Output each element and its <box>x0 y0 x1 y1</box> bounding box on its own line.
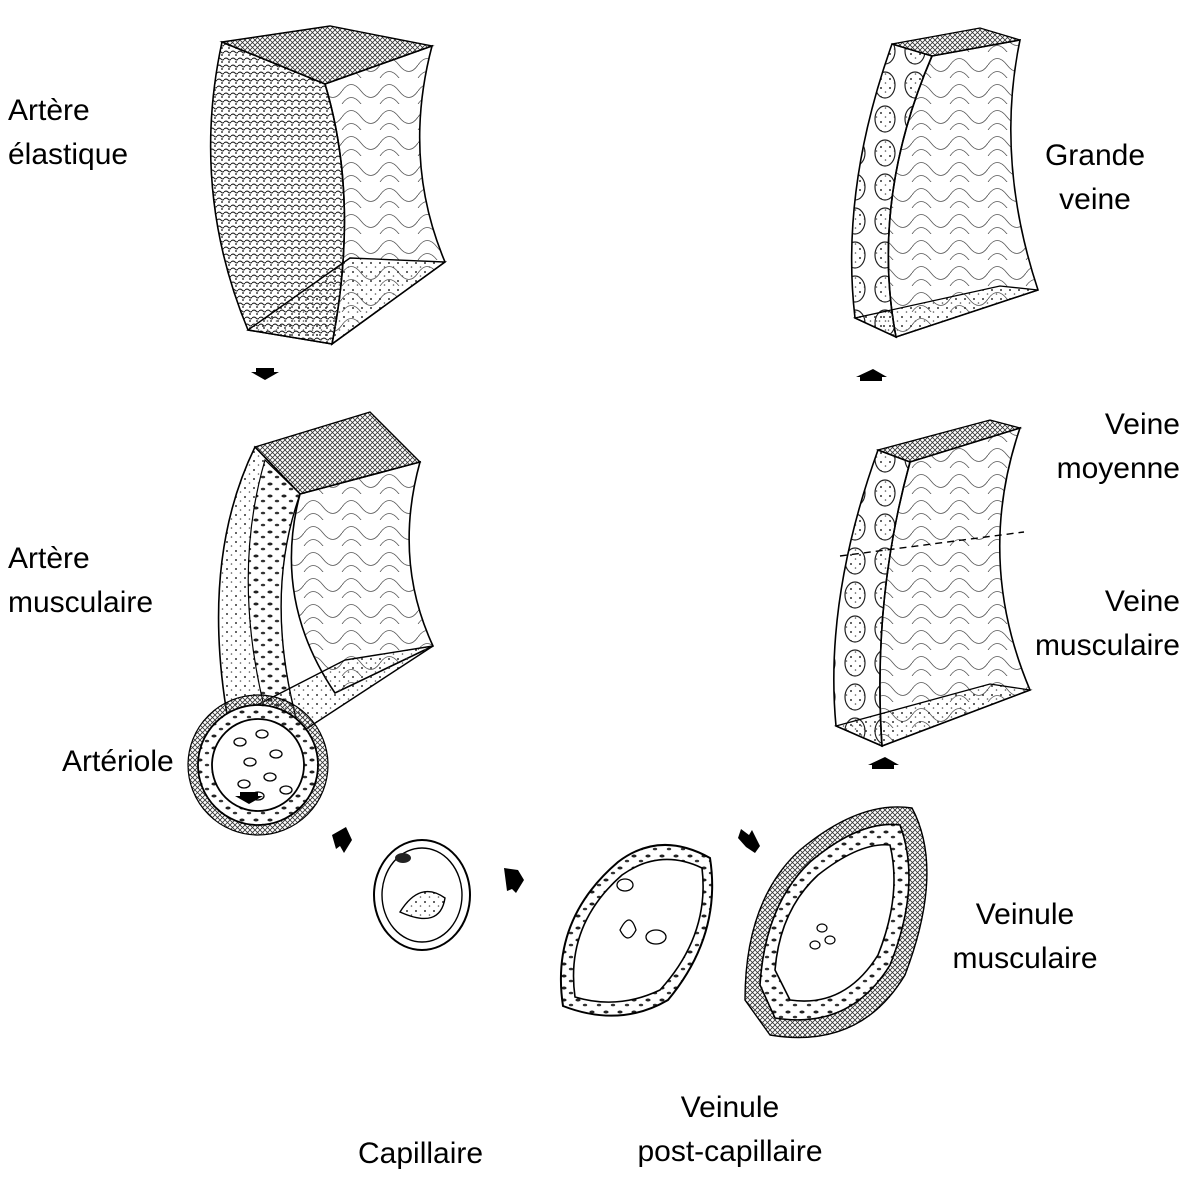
label-muscular-vein: Veine musculaire <box>1000 580 1180 668</box>
label-capillary: Capillaire <box>358 1132 483 1176</box>
label-muscular-venule: Veinule musculaire <box>935 893 1115 981</box>
arrow-icon <box>868 757 899 769</box>
large-vein-illustration <box>852 28 1038 337</box>
postcapillary-venule-illustration <box>561 845 712 1016</box>
arrow-icon <box>332 827 352 853</box>
label-muscular-artery: Artère musculaire <box>8 537 153 625</box>
arrow-icon <box>738 829 760 853</box>
elastic-artery-illustration <box>211 26 445 344</box>
arrow-icon <box>251 368 279 380</box>
arteriole-illustration <box>188 695 328 835</box>
label-large-vein: Grande veine <box>1030 134 1160 222</box>
label-arteriole: Artériole <box>62 740 174 784</box>
label-medium-vein: Veine moyenne <box>1000 403 1180 491</box>
label-postcapillary-venule: Veinule post-capillaire <box>630 1086 830 1174</box>
label-elastic-artery: Artère élastique <box>8 89 128 177</box>
muscular-artery-illustration <box>219 412 433 733</box>
arrow-icon <box>504 868 524 893</box>
muscular-venule-illustration <box>745 807 927 1038</box>
capillary-illustration <box>374 840 470 950</box>
arrow-icon <box>856 369 887 381</box>
